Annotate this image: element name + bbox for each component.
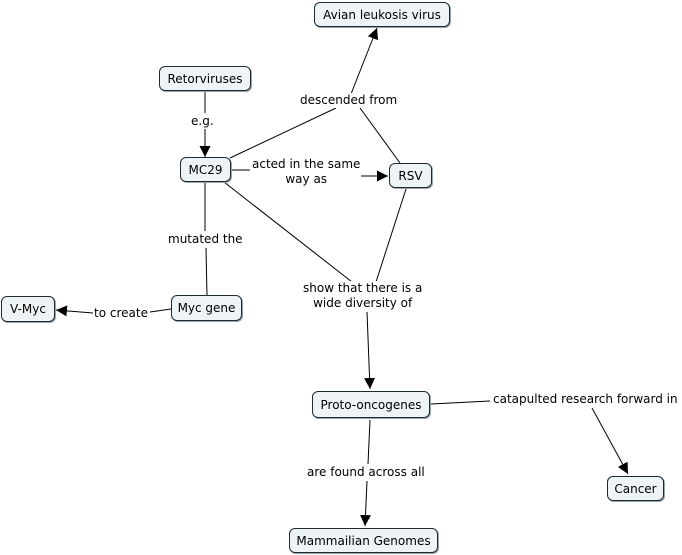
node-v-myc[interactable]: V-Myc xyxy=(1,296,55,322)
node-myc-gene[interactable]: Myc gene xyxy=(171,295,242,321)
line-mc29-descended xyxy=(229,107,337,159)
line-descended-avian xyxy=(350,27,379,95)
node-mc29[interactable]: MC29 xyxy=(180,157,231,182)
line-create-vmyc xyxy=(55,305,94,317)
line-mutated-myc xyxy=(205,247,208,296)
line-found-genomes xyxy=(359,480,371,527)
line-catapulted-cancer xyxy=(591,407,629,475)
node-cancer[interactable]: Cancer xyxy=(607,476,664,501)
node-proto-oncogenes[interactable]: Proto-oncogenes xyxy=(312,391,430,418)
link-label-eg: e.g. xyxy=(190,114,215,129)
link-label-to-create: to create xyxy=(93,306,149,321)
link-label-catapulted-research: catapulted research forward in xyxy=(492,392,679,407)
node-mammailian-genomes[interactable]: Mammailian Genomes xyxy=(289,528,438,553)
line-mc29-diversity xyxy=(223,181,353,283)
link-label-mutated-the: mutated the xyxy=(167,232,244,247)
link-label-descended-from: descended from xyxy=(299,93,399,108)
node-rsv[interactable]: RSV xyxy=(389,163,432,188)
line-rsv-diversity xyxy=(375,188,407,283)
line-proto-found xyxy=(367,419,371,465)
line-diversity-proto xyxy=(364,311,376,390)
node-retorviruses[interactable]: Retorviruses xyxy=(159,66,251,91)
link-label-found-across-all: are found across all xyxy=(306,465,426,480)
line-proto-catapulted xyxy=(430,400,491,405)
node-avian-leukosis-virus[interactable]: Avian leukosis virus xyxy=(314,2,450,27)
link-label-acted-same-way: acted in the same way as xyxy=(251,157,362,187)
line-myc-create xyxy=(149,308,172,313)
link-label-wide-diversity: show that there is a wide diversity of xyxy=(302,281,424,311)
line-rsv-descended xyxy=(359,107,401,164)
